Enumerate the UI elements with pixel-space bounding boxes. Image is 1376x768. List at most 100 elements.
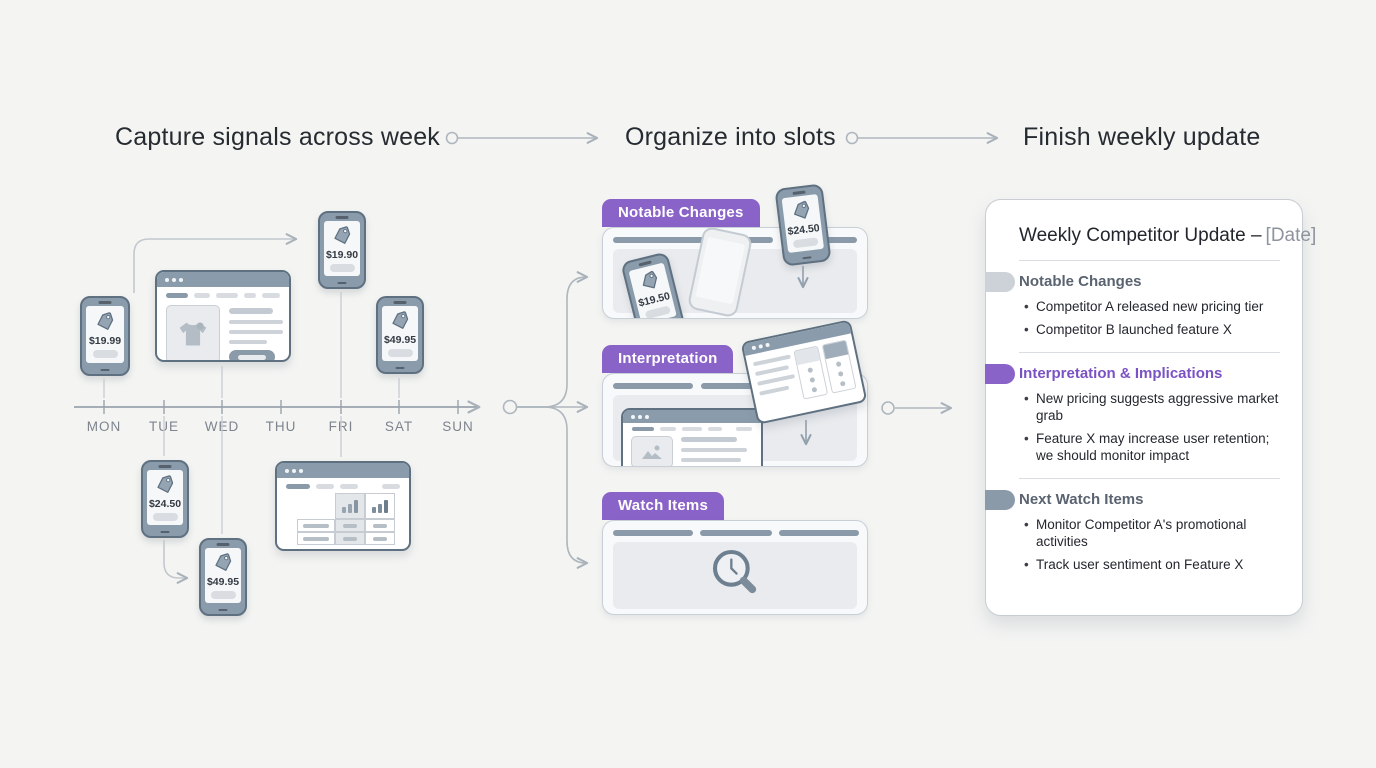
window-dot [758, 344, 764, 349]
product-page-window [155, 270, 291, 362]
price-tag-icon [97, 312, 114, 331]
photo-icon [642, 445, 662, 459]
button-placeholder [792, 237, 819, 249]
button-placeholder [329, 263, 355, 272]
window-dot [751, 345, 757, 351]
bullet-item: Feature X may increase user retention; w… [1024, 430, 1280, 465]
slot-box-watch-items [602, 520, 868, 615]
tshirt-icon [179, 322, 207, 346]
text-placeholder-lines [229, 305, 283, 360]
text-line [229, 330, 283, 334]
day-label-sun: SUN [442, 419, 474, 434]
table-value-cell [335, 532, 365, 545]
table-label-cell [297, 519, 335, 532]
step-title-organize: Organize into slots [625, 123, 836, 151]
day-label-sat: SAT [384, 419, 414, 434]
table-value-cell [365, 519, 395, 532]
text-line [681, 437, 737, 442]
phone-speaker [98, 301, 112, 304]
report-title-text: Weekly Competitor Update – [1019, 225, 1262, 246]
column-header [794, 346, 821, 366]
phone-screen: $19.90 [324, 221, 360, 276]
phone-homebar [802, 255, 812, 260]
button-placeholder [387, 348, 413, 357]
window-dot [638, 414, 642, 419]
section-heading: Next Watch Items [1019, 490, 1144, 508]
bullet-item: Competitor A released new pricing tier [1024, 298, 1280, 316]
toolbar-pill [166, 293, 188, 298]
report-title: Weekly Competitor Update –[Date] [1019, 225, 1316, 247]
price-tag-icon [794, 201, 810, 219]
phone-screen: $24.50 [781, 194, 825, 253]
mini-bar-chart [372, 499, 388, 513]
bullet-item: Competitor B launched feature X [1024, 321, 1280, 339]
timeline-ticks [103, 400, 459, 414]
text-line [229, 308, 273, 314]
window-dot [165, 277, 169, 282]
bullet-item: Monitor Competitor A's promotional activ… [1024, 516, 1280, 551]
toolbar-pill [382, 484, 400, 489]
step-title-capture: Capture signals across week [115, 123, 440, 151]
flow-node-circle [845, 131, 859, 145]
section-notable-changes: Notable Changes Competitor A released ne… [984, 272, 1280, 339]
day-label-fri: FRI [328, 419, 354, 434]
browser-header [157, 272, 289, 287]
analytics-window [275, 461, 411, 551]
toolbar-pill [286, 484, 310, 489]
day-label-tue: TUE [149, 419, 179, 434]
price-label: $49.95 [383, 334, 417, 347]
price-label: $24.50 [786, 222, 821, 239]
phone-signal-tue: $24.50 [141, 460, 189, 538]
toolbar-pill [736, 427, 752, 431]
phone-homebar [395, 366, 405, 369]
product-image-placeholder [166, 305, 220, 360]
report-date-placeholder: [Date] [1265, 225, 1317, 246]
text-line [754, 365, 790, 377]
toolbar-pill [340, 484, 358, 489]
toolbar-pill [316, 484, 334, 489]
toolbar-pill [261, 293, 281, 298]
window-dot [631, 414, 635, 419]
phone-speaker [393, 301, 407, 304]
magnifier-clock-icon [708, 545, 764, 606]
text-line [681, 448, 747, 452]
section-heading: Interpretation & Implications [1019, 364, 1223, 382]
cta-button-placeholder [229, 350, 275, 360]
price-tag-icon [392, 311, 409, 330]
phone-card-dropping: $24.50 [774, 183, 832, 267]
phone-speaker [335, 216, 349, 219]
phone-card-tilted: $19.50 [620, 251, 686, 318]
flow-node-circle [881, 401, 895, 415]
browser-header [623, 410, 761, 423]
toolbar-pill [682, 427, 702, 431]
slot-label-watch-items: Watch Items [602, 492, 724, 520]
section-interpretation: Interpretation & Implications New pricin… [984, 363, 1280, 465]
text-placeholder-lines [681, 436, 753, 466]
section-next-watch-items: Next Watch Items Monitor Competitor A's … [984, 489, 1280, 574]
step-title-finish: Finish weekly update [1023, 123, 1261, 151]
divider [1019, 351, 1280, 353]
day-label-mon: MON [86, 419, 122, 434]
toolbar-pill [216, 293, 239, 298]
branch-to-watch-items [517, 406, 589, 569]
table-chart-cell [365, 493, 395, 519]
section-heading: Notable Changes [1019, 273, 1142, 290]
placeholder-bar [779, 530, 859, 536]
day-label-wed: WED [204, 419, 240, 434]
bullet-list: Monitor Competitor A's promotional activ… [1019, 516, 1280, 574]
day-label-thu: THU [265, 419, 297, 434]
bullet-list: Competitor A released new pricing tier C… [1019, 298, 1280, 339]
price-label: $24.50 [148, 498, 182, 511]
sheet-column [821, 339, 857, 394]
phone-signal-fri: $19.90 [318, 211, 366, 289]
button-placeholder [210, 590, 236, 599]
toolbar-pill [244, 293, 256, 298]
price-label: $19.90 [325, 249, 359, 262]
browser-body [157, 298, 289, 360]
text-line [757, 374, 796, 386]
price-tag-icon [215, 553, 232, 572]
text-line [681, 458, 741, 462]
phone-screen: $19.50 [628, 262, 677, 318]
mini-bar-chart [342, 499, 358, 513]
